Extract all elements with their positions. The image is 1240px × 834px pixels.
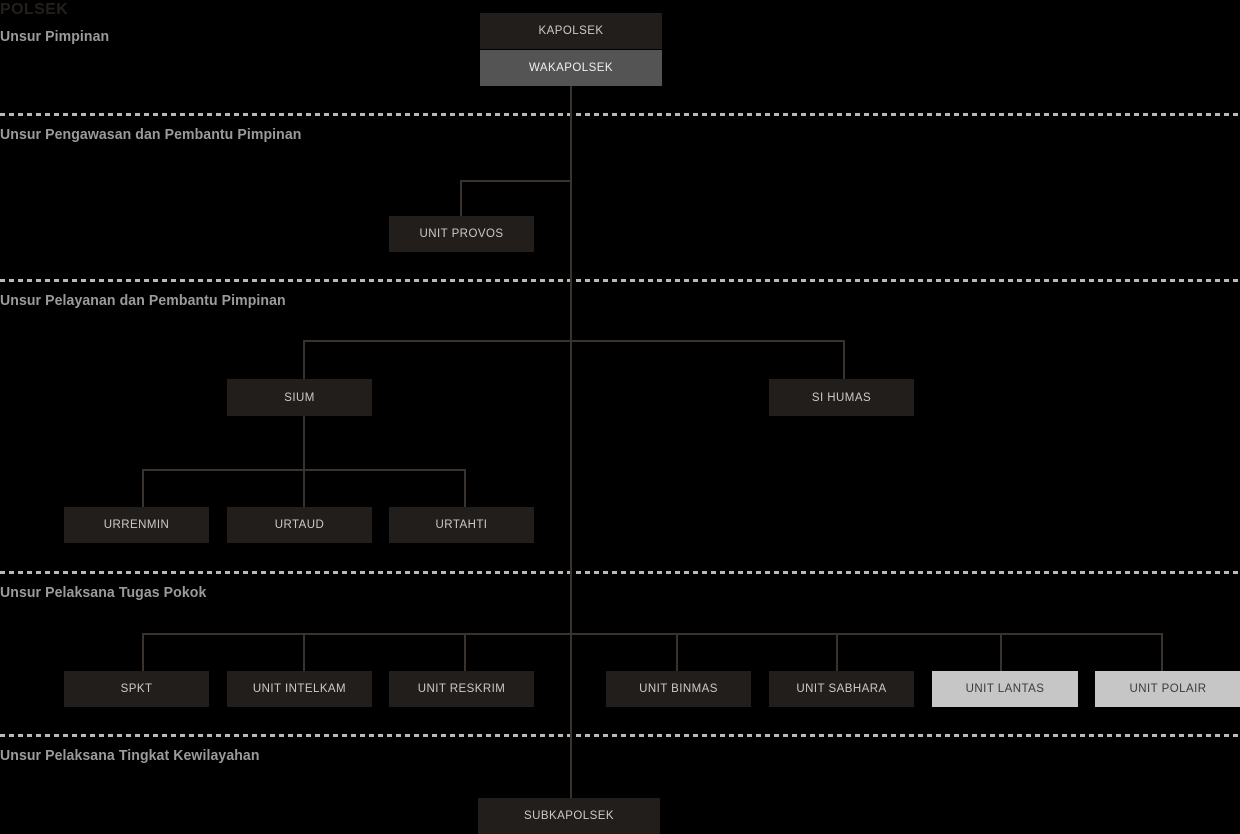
node-kapolsek[interactable]: KAPOLSEK [480, 13, 662, 49]
section-divider-3 [0, 571, 1240, 574]
connector-sabhara-drop [836, 633, 838, 671]
connector-urtaud-drop [303, 469, 305, 507]
section-title-pimpinan: Unsur Pimpinan [0, 29, 110, 45]
node-wakapolsek[interactable]: WAKAPOLSEK [480, 50, 662, 86]
node-subkapolsek[interactable]: SUBKAPOLSEK [478, 798, 660, 834]
node-unit-provos[interactable]: UNIT PROVOS [389, 216, 534, 252]
connector-provos-horizontal [460, 180, 572, 182]
section-divider-2 [0, 279, 1240, 282]
node-unit-lantas[interactable]: UNIT LANTAS [932, 671, 1078, 707]
connector-binmas-drop [676, 633, 678, 671]
main-trunk-line [570, 86, 572, 800]
node-sium[interactable]: SIUM [227, 379, 372, 416]
section-divider-1 [0, 113, 1240, 116]
node-unit-reskrim[interactable]: UNIT RESKRIM [389, 671, 534, 707]
node-urtahti[interactable]: URTAHTI [389, 507, 534, 543]
page-title: POLSEK [0, 1, 69, 18]
connector-spkt-drop [142, 633, 144, 671]
connector-provos-vertical [460, 180, 462, 216]
node-unit-intelkam[interactable]: UNIT INTELKAM [227, 671, 372, 707]
connector-sium-drop [303, 340, 305, 379]
node-unit-sabhara[interactable]: UNIT SABHARA [769, 671, 914, 707]
connector-intelkam-drop [303, 633, 305, 671]
connector-urrenmin-drop [142, 469, 144, 507]
connector-pelayanan-horizontal [303, 340, 845, 342]
connector-reskrim-drop [464, 633, 466, 671]
node-unit-binmas[interactable]: UNIT BINMAS [606, 671, 751, 707]
connector-tugas-pokok-horizontal [142, 633, 1163, 635]
connector-sihumas-drop [843, 340, 845, 379]
section-title-kewilayahan: Unsur Pelaksana Tingkat Kewilayahan [0, 748, 260, 764]
node-spkt[interactable]: SPKT [64, 671, 209, 707]
connector-sium-stem [303, 416, 305, 471]
node-si-humas[interactable]: SI HUMAS [769, 379, 914, 416]
connector-urtahti-drop [464, 469, 466, 507]
connector-lantas-drop [1000, 633, 1002, 671]
section-title-pengawasan: Unsur Pengawasan dan Pembantu Pimpinan [0, 127, 302, 143]
section-divider-4 [0, 734, 1240, 737]
section-title-tugas-pokok: Unsur Pelaksana Tugas Pokok [0, 585, 207, 601]
node-urtaud[interactable]: URTAUD [227, 507, 372, 543]
connector-polair-drop [1161, 633, 1163, 671]
section-title-pelayanan: Unsur Pelayanan dan Pembantu Pimpinan [0, 293, 286, 309]
node-urrenmin[interactable]: URRENMIN [64, 507, 209, 543]
node-unit-polair[interactable]: UNIT POLAIR [1095, 671, 1240, 707]
